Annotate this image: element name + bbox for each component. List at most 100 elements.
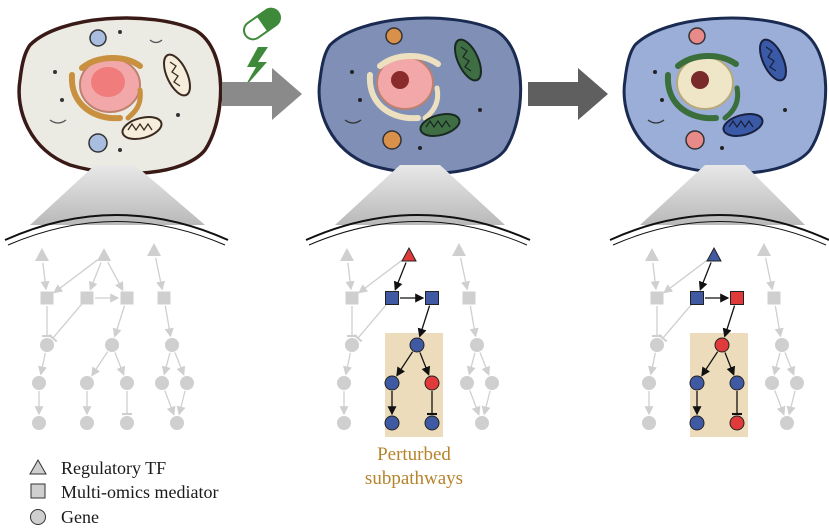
regulatory-tf-node [645, 248, 659, 261]
gene-node [384, 415, 400, 431]
gene-node [642, 416, 656, 430]
mediator-node [157, 291, 171, 305]
legend-item-tf: Regulatory TF [29, 458, 166, 478]
cell-perturbed [317, 16, 523, 175]
nucleus [79, 57, 141, 113]
gene-node [155, 376, 169, 390]
mediator-node [120, 291, 134, 305]
activation-edge [38, 352, 47, 376]
gene-node [337, 376, 351, 390]
gene-node [475, 416, 489, 430]
activation-edge [771, 352, 781, 376]
regulatory-tf-node [97, 248, 111, 261]
gene-node [460, 376, 474, 390]
gene-node [32, 416, 46, 430]
activation-edge [701, 351, 719, 377]
activation-edge [40, 262, 50, 291]
gene-node [384, 375, 400, 391]
activation-edge [396, 351, 414, 377]
gene-node [729, 415, 745, 431]
gene-node [120, 376, 134, 390]
square-icon [30, 483, 46, 499]
gene-node [345, 338, 359, 352]
gene-node [32, 376, 46, 390]
triangle-icon [29, 458, 47, 475]
activation-edge [164, 390, 176, 416]
activation-edge [479, 352, 491, 376]
activation-edge [784, 352, 796, 376]
mediator-node [385, 291, 399, 305]
activation-edge [154, 257, 166, 291]
activation-edge [107, 261, 124, 292]
inhibition-edge [48, 303, 83, 343]
activation-edge [774, 390, 786, 416]
activation-edge [459, 257, 471, 291]
legend: Regulatory TF Multi-omics mediator Gene [29, 458, 218, 527]
cell-recovered [622, 16, 828, 175]
lightning-bolt-icon [244, 47, 268, 88]
inhibition-edge [353, 303, 388, 343]
mediator-node [425, 291, 439, 305]
activation-edge [650, 262, 660, 291]
activation-edge [91, 351, 109, 377]
regulatory-tf-node [401, 246, 417, 262]
mitochondrion [454, 38, 482, 82]
mediator-node [462, 291, 476, 305]
legend-label-tf: Regulatory TF [61, 458, 166, 478]
pill-capsule-icon [242, 7, 282, 41]
nucleus [376, 56, 434, 110]
activation-edge [722, 305, 736, 338]
mediator-node [730, 291, 744, 305]
regulatory-tf-node [757, 243, 771, 256]
cell-normal [17, 16, 223, 176]
activation-edge [764, 257, 776, 291]
activation-edge [393, 262, 407, 291]
activation-edge [469, 305, 479, 338]
activation-edge [481, 390, 491, 416]
mitochondrion [163, 53, 191, 97]
mediator-node [80, 291, 94, 305]
activation-edge [176, 390, 186, 416]
activation-edge [466, 352, 476, 376]
activation-edge [419, 352, 431, 376]
gene-node [424, 375, 440, 391]
gene-node [689, 375, 705, 391]
gene-node [765, 376, 779, 390]
mitochondrion [759, 38, 787, 82]
activation-edge [663, 259, 709, 294]
gene-node [180, 376, 194, 390]
activation-edge [358, 259, 404, 294]
mediator-node [767, 291, 781, 305]
activation-edge [88, 262, 102, 291]
activation-edge [343, 352, 352, 376]
gene-node [729, 375, 745, 391]
network-perturbed [337, 243, 499, 431]
mediator-node [40, 291, 54, 305]
network-recovered [642, 243, 804, 431]
activation-edge [774, 305, 784, 338]
activation-edge [648, 352, 657, 376]
mitochondrion [419, 113, 461, 137]
gene-node [120, 416, 134, 430]
legend-label-gene: Gene [61, 507, 99, 527]
activation-edge [53, 259, 99, 294]
transition-arrow [222, 68, 302, 120]
legend-item-gene: Gene [30, 507, 99, 527]
regulatory-tf-node [35, 248, 49, 261]
gene-node [165, 338, 179, 352]
regulatory-tf-node [147, 243, 161, 256]
zoom-cone [4, 165, 229, 246]
gene-node [642, 376, 656, 390]
activation-edge [174, 352, 186, 376]
gene-node [650, 338, 664, 352]
gene-node [485, 376, 499, 390]
nucleus [676, 56, 734, 110]
gene-node [170, 416, 184, 430]
mitochondrion [722, 113, 764, 137]
zoom-cone [305, 165, 531, 246]
network-normal [32, 243, 194, 430]
regulatory-tf-node [340, 248, 354, 261]
activation-edge [345, 262, 355, 291]
activation-edge [164, 305, 174, 338]
activation-edge [114, 352, 126, 376]
